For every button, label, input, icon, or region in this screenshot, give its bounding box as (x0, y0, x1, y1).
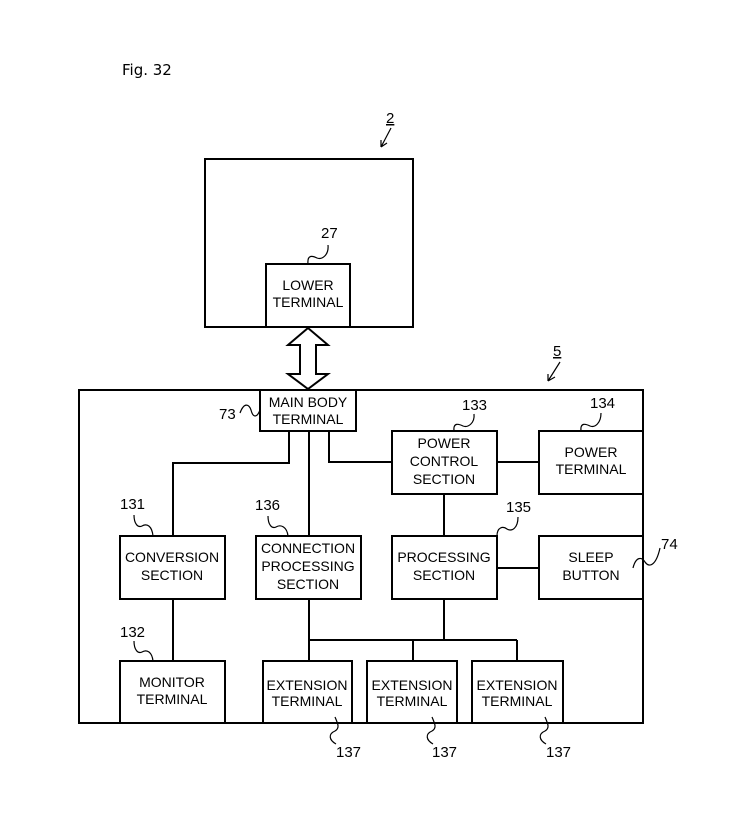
extension-terminal-1-label-line2: TERMINAL (272, 693, 343, 709)
sleep-button-ref: 74 (661, 536, 678, 553)
power-terminal-block: POWER TERMINAL 134 (538, 395, 644, 495)
power-control-section-lead-icon (453, 413, 475, 432)
connection-processing-section-label-line2: PROCESSING (261, 558, 354, 574)
extension-terminal-2-block: EXTENSION TERMINAL 137 (366, 660, 458, 761)
upper-device-ref-arrow-icon (380, 127, 392, 148)
figure-title: Fig. 32 (122, 61, 172, 79)
power-terminal-ref: 134 (590, 395, 615, 412)
upper-device-ref: 2 (386, 110, 394, 127)
power-terminal-label-line1: POWER (565, 444, 618, 460)
extension-terminal-2-label-line1: EXTENSION (372, 677, 453, 693)
connection-processing-section-box (255, 535, 362, 600)
conversion-section-label-line2: SECTION (141, 567, 203, 583)
power-control-section-label-line1: POWER (418, 435, 471, 451)
extension-terminal-2-ref: 137 (432, 744, 457, 761)
monitor-terminal-ref: 132 (120, 624, 145, 641)
extension-terminal-1-label-line1: EXTENSION (267, 677, 348, 693)
extension-terminal-1-lead-icon (329, 716, 339, 745)
power-control-section-box (391, 430, 498, 495)
processing-section-label-line2: SECTION (413, 567, 475, 583)
connection-processing-section-label-line1: CONNECTION (261, 540, 355, 556)
processing-section-box (391, 535, 498, 600)
sleep-button-box (538, 535, 644, 600)
wire-main-to-conversion (172, 431, 290, 536)
monitor-terminal-box (119, 660, 226, 724)
main-body-terminal-lead-icon (239, 404, 261, 417)
extension-terminal-3-block: EXTENSION TERMINAL 137 (471, 660, 571, 761)
lower-terminal-lead-icon (307, 244, 329, 265)
lower-device-ref: 5 (553, 343, 561, 360)
monitor-terminal-lead-icon (133, 640, 154, 662)
sleep-button-lead-icon (632, 547, 661, 569)
lower-terminal-block: LOWER TERMINAL 27 (265, 225, 351, 328)
connection-wires (172, 431, 539, 661)
extension-terminal-3-label-line2: TERMINAL (482, 693, 553, 709)
connection-processing-section-ref: 136 (255, 497, 280, 514)
extension-terminal-2-lead-icon (426, 716, 436, 745)
power-control-section-label-line2: CONTROL (410, 453, 479, 469)
power-control-section-block: POWER CONTROL 133 SECTION (391, 397, 498, 495)
conversion-section-block: CONVERSION SECTION 131 (119, 496, 226, 600)
main-body-terminal-label-line1: MAIN BODY (269, 394, 348, 410)
processing-section-block: PROCESSING SECTION 135 (391, 499, 531, 600)
processing-section-label-line1: PROCESSING (397, 549, 490, 565)
power-control-section-label-line3: SECTION (413, 471, 475, 487)
connection-processing-section-lead-icon (267, 515, 289, 537)
bidirectional-arrow-icon (285, 326, 331, 391)
lower-terminal-label-line1: LOWER (282, 277, 333, 293)
extension-terminal-1-ref: 137 (336, 744, 361, 761)
wire-main-to-power-control (328, 431, 392, 463)
extension-terminal-3-label-line1: EXTENSION (477, 677, 558, 693)
conversion-section-ref: 131 (120, 496, 145, 513)
conversion-section-lead-icon (133, 514, 154, 537)
extension-terminal-3-box (471, 660, 564, 724)
lower-terminal-label-line2: TERMINAL (273, 294, 344, 310)
extension-terminal-3-ref: 137 (546, 744, 571, 761)
lower-terminal-ref: 27 (321, 225, 338, 242)
processing-section-lead-icon (496, 516, 519, 537)
extension-terminal-3-lead-icon (539, 716, 549, 745)
monitor-terminal-label-line1: MONITOR (139, 674, 205, 690)
extension-terminal-2-label-line2: TERMINAL (377, 693, 448, 709)
power-control-section-ref: 133 (462, 397, 487, 414)
lower-terminal-box (265, 263, 351, 328)
connection-processing-section-block: CONNECTION PROCESSING SECTION 136 (255, 497, 362, 600)
power-terminal-label-line2: TERMINAL (556, 461, 627, 477)
processing-section-ref: 135 (506, 499, 531, 516)
extension-terminal-1-box (262, 660, 353, 724)
main-body-terminal-block: MAIN BODY TERMINAL 73 (219, 389, 357, 432)
sleep-button-block: SLEEP BUTTON 74 (538, 535, 678, 600)
extension-terminal-1-block: EXTENSION TERMINAL 137 (262, 660, 361, 761)
monitor-terminal-label-line2: TERMINAL (137, 691, 208, 707)
conversion-section-box (119, 535, 226, 600)
sleep-button-label-line1: SLEEP (568, 549, 613, 565)
connection-processing-section-label-line3: SECTION (277, 576, 339, 592)
extension-terminal-2-box (366, 660, 458, 724)
power-terminal-box (538, 430, 644, 495)
main-body-terminal-label-line2: TERMINAL (273, 411, 344, 427)
sleep-button-label-line2: BUTTON (562, 567, 619, 583)
conversion-section-label-line1: CONVERSION (125, 549, 219, 565)
main-body-terminal-ref: 73 (219, 406, 236, 423)
monitor-terminal-block: MONITOR TERMINAL 132 (119, 624, 226, 724)
power-terminal-lead-icon (580, 412, 602, 432)
lower-device-ref-arrow-icon (547, 361, 561, 382)
